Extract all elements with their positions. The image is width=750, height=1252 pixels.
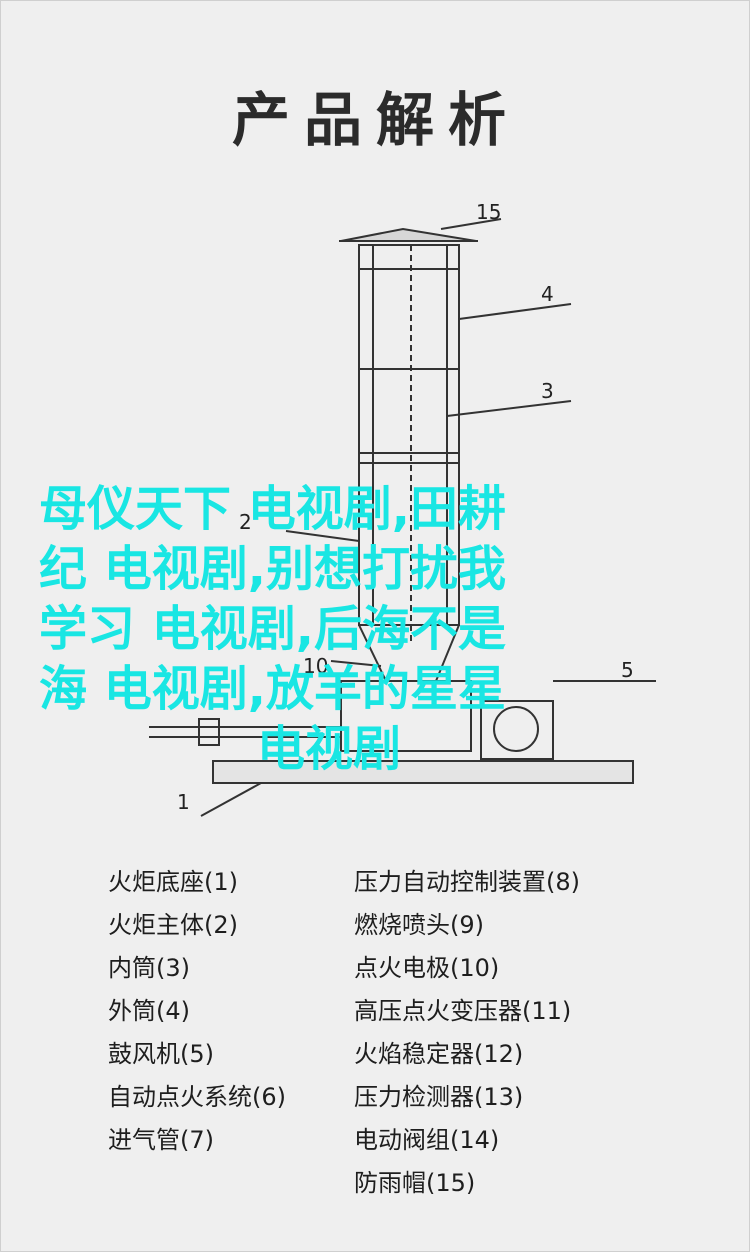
leader-10: [330, 660, 382, 667]
legend-left: 火炬底座(1) 火炬主体(2) 内筒(3) 外筒(4) 鼓风机(5) 自动点火系…: [108, 861, 286, 1162]
torch-diagram: 15 4 3 2 10 5 1: [149, 200, 656, 817]
legend-item: 压力自动控制装置(8): [354, 868, 580, 896]
leader-15: [440, 218, 502, 230]
callout-3: 3: [541, 379, 554, 403]
legend-item: 外筒(4): [108, 997, 190, 1025]
torch-base: [212, 760, 634, 784]
burner-box: [340, 680, 472, 752]
blower: [493, 706, 539, 752]
legend-item: 压力检测器(13): [354, 1083, 524, 1111]
leader-2: [285, 530, 360, 542]
legend-item: 鼓风机(5): [108, 1040, 214, 1068]
legend-item: 进气管(7): [108, 1126, 214, 1154]
overlay-line: 纪 电视剧,别想打扰我: [39, 541, 506, 597]
callout-10: 10: [303, 654, 328, 678]
legend-item: 自动点火系统(6): [108, 1083, 286, 1111]
blower-box: [480, 700, 554, 760]
callout-2: 2: [239, 510, 252, 534]
legend-item: 电动阀组(14): [354, 1126, 500, 1154]
legend-item: 火炬底座(1): [108, 868, 238, 896]
legend-item: 内筒(3): [108, 954, 190, 982]
overlay-line: 学习 电视剧,后海不是: [39, 601, 506, 657]
overlay-line: 电视剧: [256, 721, 401, 777]
overlay-line: 海 电视剧,放羊的星星: [39, 661, 506, 717]
overlay-line: 母仪天下 电视剧,田耕: [39, 481, 506, 537]
legend-item: 防雨帽(15): [354, 1169, 476, 1197]
legend-right: 压力自动控制装置(8) 燃烧喷头(9) 点火电极(10) 高压点火变压器(11)…: [354, 861, 580, 1205]
legend-item: 火炬主体(2): [108, 911, 238, 939]
legend-item: 燃烧喷头(9): [354, 911, 484, 939]
page-title: 产品解析: [231, 86, 520, 154]
callout-1: 1: [177, 790, 190, 814]
leader-1: [200, 782, 262, 817]
leader-3: [446, 400, 572, 417]
callout-5: 5: [621, 658, 634, 682]
callout-4: 4: [541, 282, 554, 306]
valve-group: [198, 718, 220, 746]
legend-item: 火焰稳定器(12): [354, 1040, 524, 1068]
legend-item: 点火电极(10): [354, 954, 500, 982]
callout-15: 15: [476, 200, 501, 224]
watermark-overlay-text: 母仪天下 电视剧,田耕 纪 电视剧,别想打扰我 学习 电视剧,后海不是 海 电视…: [39, 479, 659, 779]
leader-4: [458, 303, 572, 320]
outer-tube: [358, 244, 460, 626]
legend-item: 高压点火变压器(11): [354, 997, 572, 1025]
rain-cap: [340, 227, 477, 242]
